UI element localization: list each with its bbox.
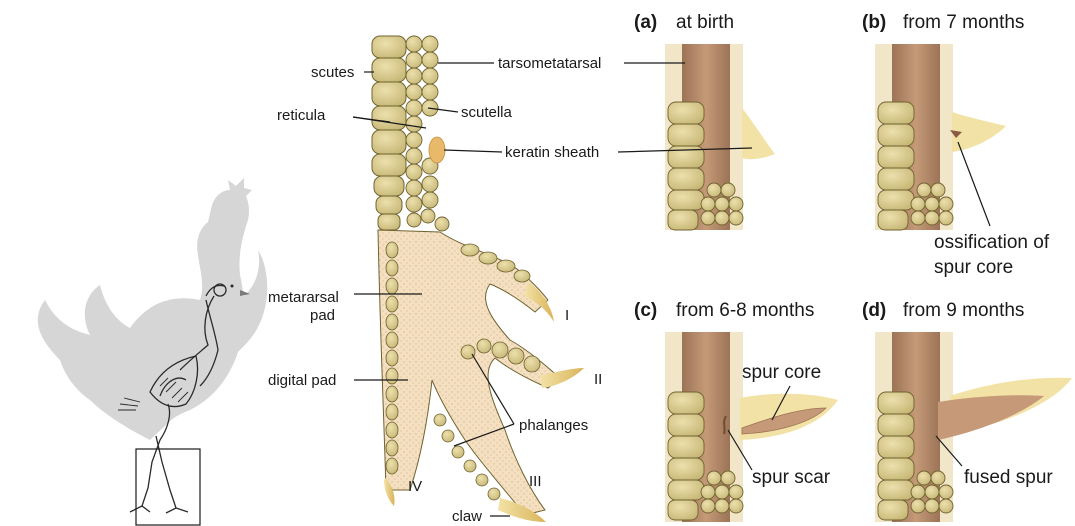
label-tarsometatarsal: tarsometatarsal [498, 55, 601, 72]
label-scutes: scutes [311, 64, 354, 81]
toe-numeral-II: II [594, 371, 602, 388]
rooster-silhouette [38, 178, 267, 513]
label-metatarsal-pad-line1: metararsal [268, 289, 339, 306]
toe-numeral-I: I [565, 307, 569, 324]
label-scutella: scutella [461, 104, 513, 121]
label-keratin-sheath: keratin sheath [505, 144, 599, 161]
stage-d-illustration [875, 332, 1072, 522]
scutella-scales [406, 36, 449, 231]
stage-b-note-line1: ossification of [934, 232, 1050, 253]
stage-c-illustration [665, 332, 838, 522]
stage-b-illustration [875, 44, 1006, 230]
stage-c-title: from 6-8 months [676, 300, 814, 321]
tarsus-scales [372, 36, 406, 230]
stage-c-label-spur-core: spur core [742, 362, 821, 383]
stage-b-note-line2: spur core [934, 257, 1013, 278]
label-phalanges: phalanges [519, 417, 588, 434]
toe-numeral-III: III [529, 473, 542, 490]
stage-a-letter: (a) [634, 12, 657, 33]
stage-c-letter: (c) [634, 300, 657, 321]
stage-b-letter: (b) [862, 12, 886, 33]
toe-numeral-IV: IV [408, 478, 422, 495]
label-digital-pad: digital pad [268, 372, 336, 389]
label-claw: claw [452, 508, 482, 525]
stage-d-label-fused-spur: fused spur [964, 467, 1053, 488]
fused-spur [938, 395, 1044, 440]
leader-b-ossification [958, 142, 990, 226]
stage-c-label-spur-scar: spur scar [752, 467, 831, 488]
stage-b-title: from 7 months [903, 12, 1024, 33]
stage-d-letter: (d) [862, 300, 886, 321]
foot-highlight-box [136, 449, 200, 525]
stage-a-title: at birth [676, 12, 734, 33]
stage-d-title: from 9 months [903, 300, 1024, 321]
stage-a-illustration [665, 44, 775, 230]
keratin-sheath-spur [429, 137, 445, 163]
label-metatarsal-pad-line2: pad [310, 307, 335, 324]
label-reticula: reticula [277, 107, 326, 124]
